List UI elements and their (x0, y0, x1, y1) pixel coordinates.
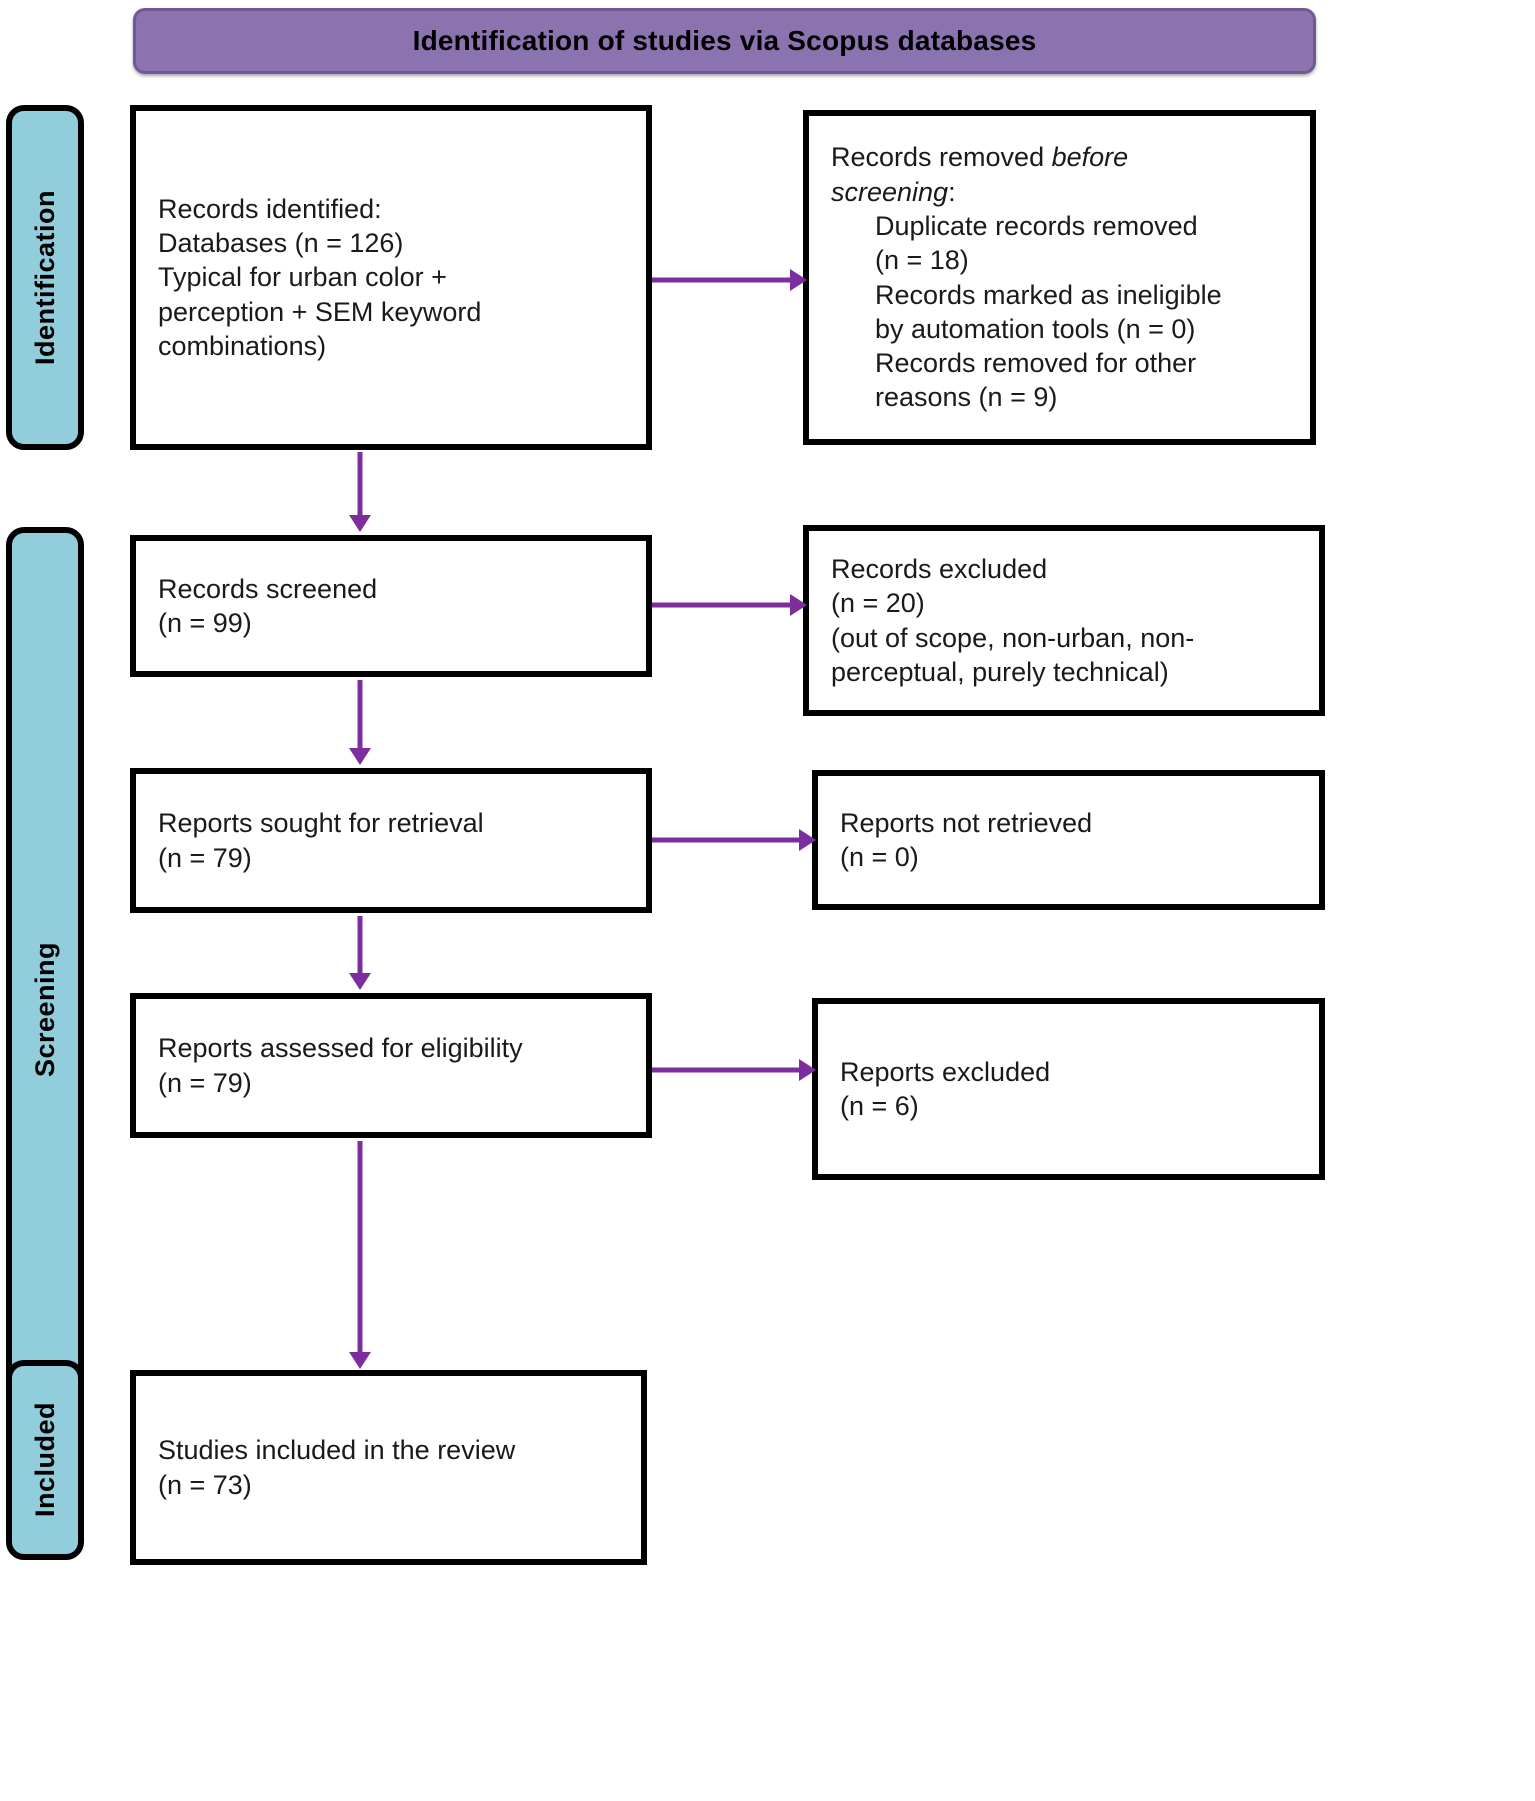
reports-excluded-count: (n = 6) (840, 1091, 919, 1121)
reports-assessed-label: Reports assessed for eligibility (158, 1033, 523, 1064)
stage-label-screening: Screening (6, 527, 84, 1493)
diagram-header-banner: Identification of studies via Scopus dat… (133, 8, 1316, 74)
records-identified-line2: Databases (n = 126) (158, 228, 404, 259)
reports-sought-count: (n = 79) (158, 842, 252, 873)
records-removed-line2-italic: screening (831, 176, 949, 207)
records-excluded-reasons-line2: perceptual, purely technical) (831, 656, 1169, 687)
stage-label-screening-text: Screening (29, 942, 60, 1078)
box-reports-sought-for-retrieval: Reports sought for retrieval (n = 79) (130, 768, 652, 913)
arrow-shaft (357, 680, 363, 749)
arrow-sought-to-assessed (343, 916, 377, 990)
box-records-removed-before-screening: Records removed before screening: Duplic… (803, 110, 1316, 445)
reports-assessed-count: (n = 79) (158, 1067, 252, 1098)
studies-included-label: Studies included in the review (158, 1435, 516, 1466)
records-removed-line7: Records removed for other (875, 348, 1197, 379)
records-removed-line1: Records removed before (831, 140, 1288, 174)
arrow-shaft (357, 452, 363, 516)
records-screened-label: Records screened (158, 573, 378, 604)
arrow-head-down-icon (349, 973, 371, 990)
box-reports-not-retrieved: Reports not retrieved (n = 0) (812, 770, 1325, 910)
arrow-identified-to-screened (343, 452, 377, 532)
records-removed-line8: reasons (n = 9) (875, 382, 1058, 413)
records-removed-line2-plain: : (948, 176, 956, 207)
arrow-assessed-to-included (343, 1141, 377, 1369)
reports-excluded-label: Reports excluded (840, 1056, 1051, 1087)
records-identified-line5: combinations) (158, 330, 327, 361)
stage-label-included: Included (6, 1360, 84, 1560)
records-excluded-reasons-line1: (out of scope, non-urban, non- (831, 622, 1195, 653)
records-identified-line4: perception + SEM keyword (158, 296, 482, 327)
reports-not-retrieved-count: (n = 0) (840, 842, 919, 872)
box-records-excluded: Records excluded (n = 20) (out of scope,… (803, 525, 1325, 716)
arrow-shaft (357, 1141, 363, 1353)
box-records-screened: Records screened (n = 99) (130, 535, 652, 677)
records-removed-line3: Duplicate records removed (875, 210, 1198, 241)
records-removed-line4: (n = 18) (875, 245, 969, 276)
arrow-shaft (652, 277, 791, 283)
records-removed-line6: by automation tools (n = 0) (875, 313, 1196, 344)
records-removed-line1-italic: before (1051, 142, 1129, 173)
arrow-shaft (357, 916, 363, 974)
box-reports-assessed-for-eligibility: Reports assessed for eligibility (n = 79… (130, 993, 652, 1138)
studies-included-count: (n = 73) (158, 1469, 252, 1500)
arrow-shaft (652, 837, 800, 843)
arrow-head-down-icon (349, 515, 371, 532)
arrow-sought-to-not-retrieved (652, 825, 816, 855)
arrow-head-right-icon (790, 269, 807, 291)
box-reports-excluded: Reports excluded (n = 6) (812, 998, 1325, 1180)
records-identified-line1: Records identified: (158, 193, 382, 224)
stage-label-identification-text: Identification (29, 190, 60, 365)
records-screened-count: (n = 99) (158, 608, 252, 638)
arrow-head-down-icon (349, 748, 371, 765)
reports-not-retrieved-label: Reports not retrieved (840, 807, 1093, 838)
reports-sought-label: Reports sought for retrieval (158, 808, 484, 839)
arrow-head-right-icon (790, 594, 807, 616)
banner-title: Identification of studies via Scopus dat… (412, 25, 1037, 56)
stage-label-identification: Identification (6, 105, 84, 450)
box-records-identified: Records identified: Databases (n = 126) … (130, 105, 652, 450)
arrow-screened-to-sought (343, 680, 377, 765)
arrow-assessed-to-reports-excluded (652, 1055, 816, 1085)
records-removed-line1-plain: Records removed (831, 142, 1052, 173)
arrow-head-down-icon (349, 1352, 371, 1369)
records-removed-line2: screening: (831, 175, 1288, 209)
records-removed-line5: Records marked as ineligible (875, 279, 1222, 310)
arrow-shaft (652, 1067, 800, 1073)
records-excluded-label: Records excluded (831, 553, 1048, 584)
arrow-shaft (652, 602, 791, 608)
arrow-screened-to-records-excluded (652, 590, 807, 620)
arrow-head-right-icon (799, 1059, 816, 1081)
records-excluded-count: (n = 20) (831, 588, 925, 619)
box-studies-included: Studies included in the review (n = 73) (130, 1370, 647, 1565)
records-identified-line3: Typical for urban color + (158, 262, 447, 293)
stage-label-included-text: Included (29, 1402, 60, 1518)
arrow-identified-to-removed (652, 265, 807, 295)
arrow-head-right-icon (799, 829, 816, 851)
